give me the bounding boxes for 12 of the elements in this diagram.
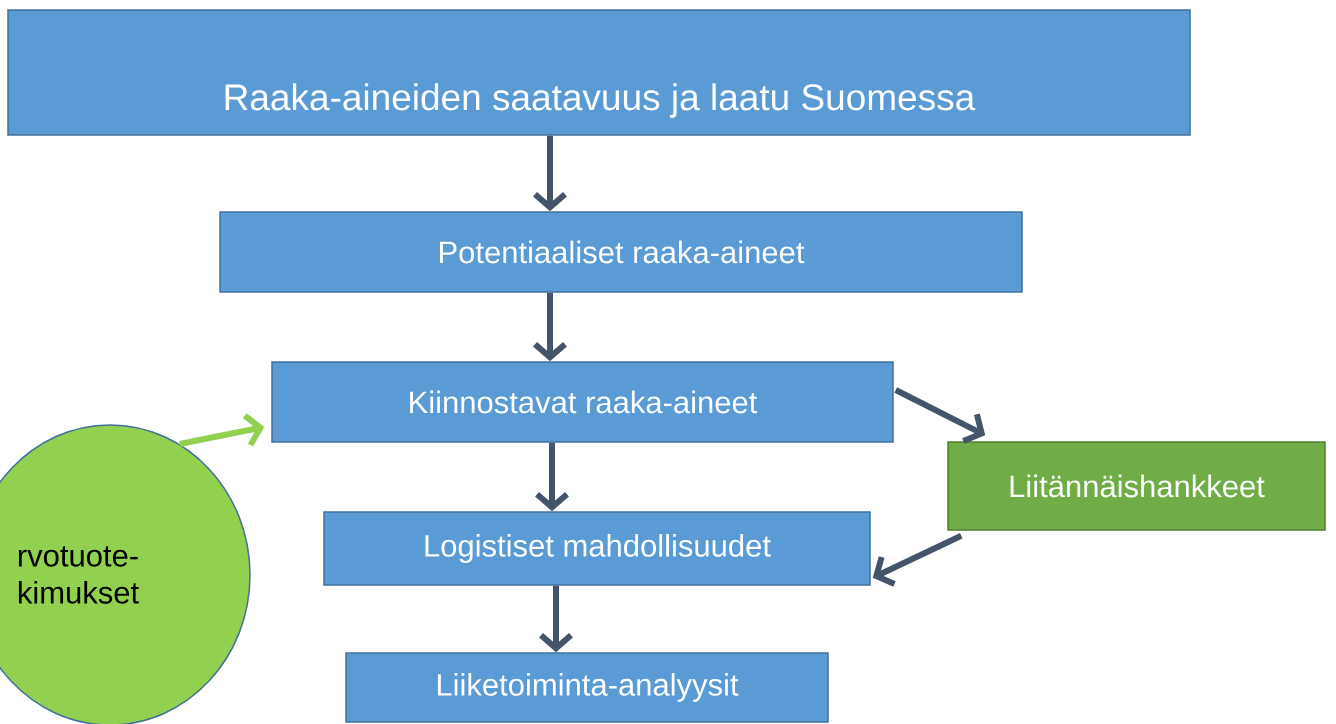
process-box: Raaka-aineiden saatavuus ja laatu Suomessa [7,9,1191,136]
process-box: Kiinnostavat raaka-aineet [271,361,894,443]
process-box: Liiketoiminta-analyysit [345,652,829,723]
arrow [533,292,567,362]
arrow [179,413,265,447]
arrow [872,533,963,587]
side-box: Liitännäishankkeet [947,441,1326,531]
arrow [894,387,986,444]
arrow [535,442,569,512]
process-box: Potentiaaliset raaka-aineet [219,211,1023,293]
arrow [533,135,567,212]
process-box: Logistiset mahdollisuudet [323,511,871,586]
